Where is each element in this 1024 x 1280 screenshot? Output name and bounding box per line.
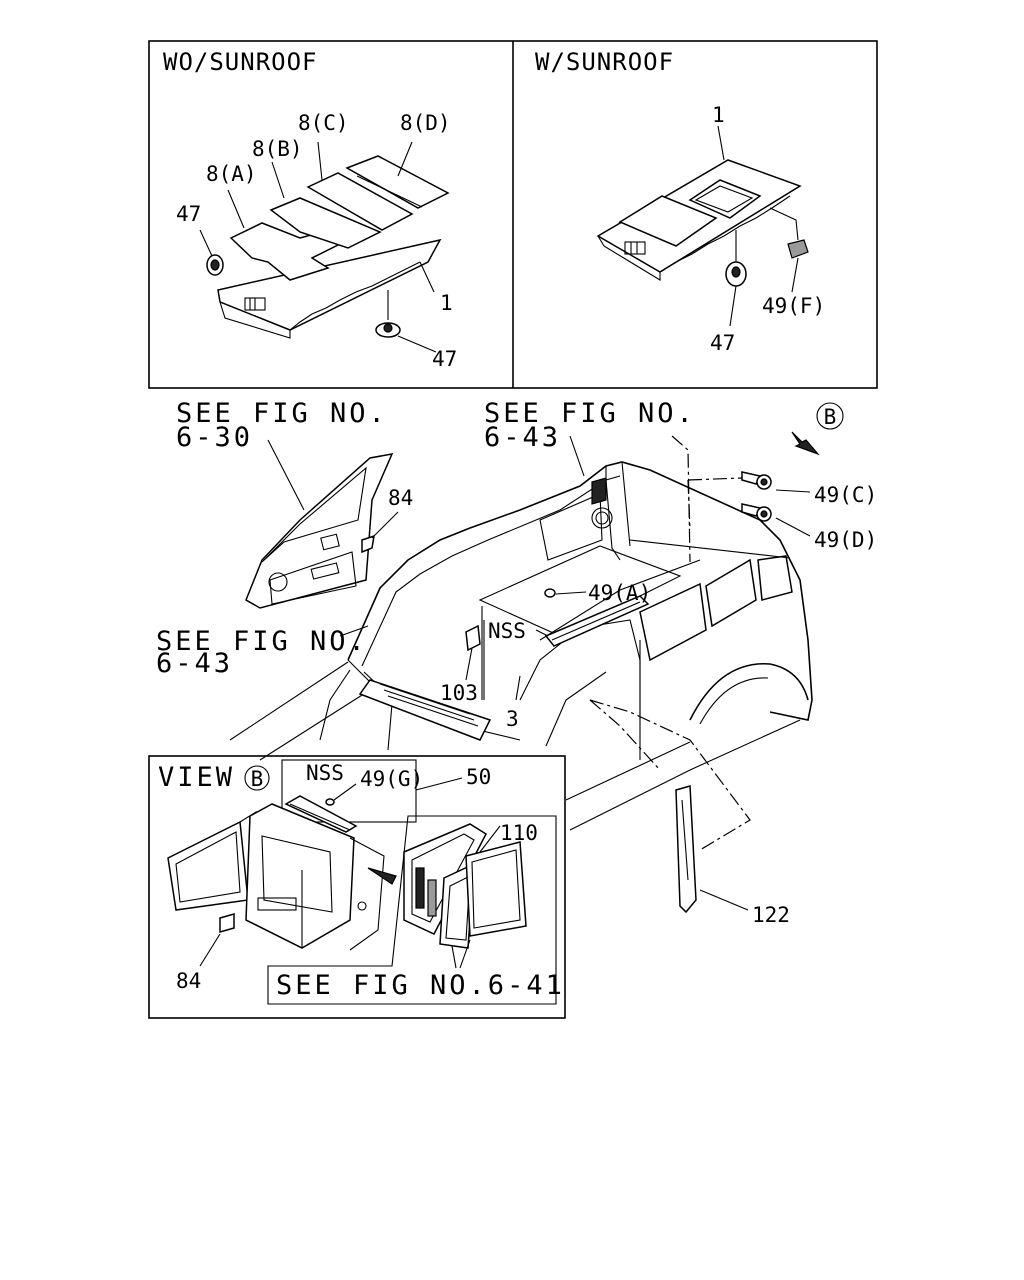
wo-sunroof-panel: WO/SUNROOF (163, 48, 457, 371)
callout-nss-main: NSS (488, 619, 526, 643)
w-sunroof-title: W/SUNROOF (535, 48, 674, 76)
headliner-no-sunroof-drawing (199, 141, 450, 353)
callout-8b: 8(B) (252, 137, 303, 161)
see-fig-6-43-top-line1: SEE FIG NO. (484, 398, 696, 429)
view-b-marker: B (791, 402, 844, 456)
see-fig-6-43-mid-line2: 6-43 (156, 648, 233, 679)
callout-1: 1 (440, 291, 453, 315)
callout-50: 50 (466, 765, 491, 789)
callout-49d: 49(D) (814, 528, 877, 552)
see-fig-6-30-line1: SEE FIG NO. (176, 398, 388, 429)
callout-103: 103 (440, 681, 478, 705)
screw-49c-icon (741, 471, 772, 490)
callout-nss-view: NSS (306, 761, 344, 785)
callout-47-sunroof: 47 (710, 331, 735, 355)
callout-8c: 8(C) (298, 111, 349, 135)
callout-122: 122 (752, 903, 790, 927)
wo-sunroof-title: WO/SUNROOF (163, 48, 318, 76)
vehicle-body-drawing (229, 435, 813, 914)
callout-3: 3 (506, 707, 519, 731)
callout-110: 110 (500, 821, 538, 845)
see-fig-6-43-mid-line1: SEE FIG NO. (156, 626, 368, 657)
see-fig-6-43-top-line2: 6-43 (484, 422, 561, 453)
callout-8a: 8(A) (206, 162, 257, 186)
view-direction-arrow-icon (791, 431, 820, 456)
callout-49g: 49(G) (360, 767, 423, 791)
top-panels-frame (148, 40, 878, 389)
view-b-title-marker: B (251, 767, 264, 791)
callout-84-view: 84 (176, 969, 201, 993)
callout-8d: 8(D) (400, 111, 451, 135)
view-b-inset: VIEW B (148, 755, 566, 1019)
headliner-with-sunroof-drawing (596, 125, 809, 327)
see-fig-6-30-line2: 6-30 (176, 422, 253, 453)
screw-49d-icon (741, 503, 772, 522)
callout-49f: 49(F) (762, 294, 825, 318)
callout-49a: 49(A) (588, 581, 651, 605)
callout-1-sunroof: 1 (712, 103, 725, 127)
see-fig-6-41: SEE FIG NO.6-41 (276, 970, 565, 1001)
view-b-marker-letter: B (824, 405, 837, 429)
see-fig-6-41-box (267, 815, 557, 1005)
view-b-title: VIEW (158, 762, 235, 793)
w-sunroof-panel: W/SUNROOF 1 49(F) 47 (535, 48, 825, 355)
callout-47-left: 47 (176, 202, 201, 226)
callout-47-bottom: 47 (432, 347, 457, 371)
main-callouts: SEE FIG NO. 6-30 SEE FIG NO. 6-43 SEE FI… (156, 398, 877, 927)
callout-84-door: 84 (388, 486, 413, 510)
callout-49c: 49(C) (814, 483, 877, 507)
